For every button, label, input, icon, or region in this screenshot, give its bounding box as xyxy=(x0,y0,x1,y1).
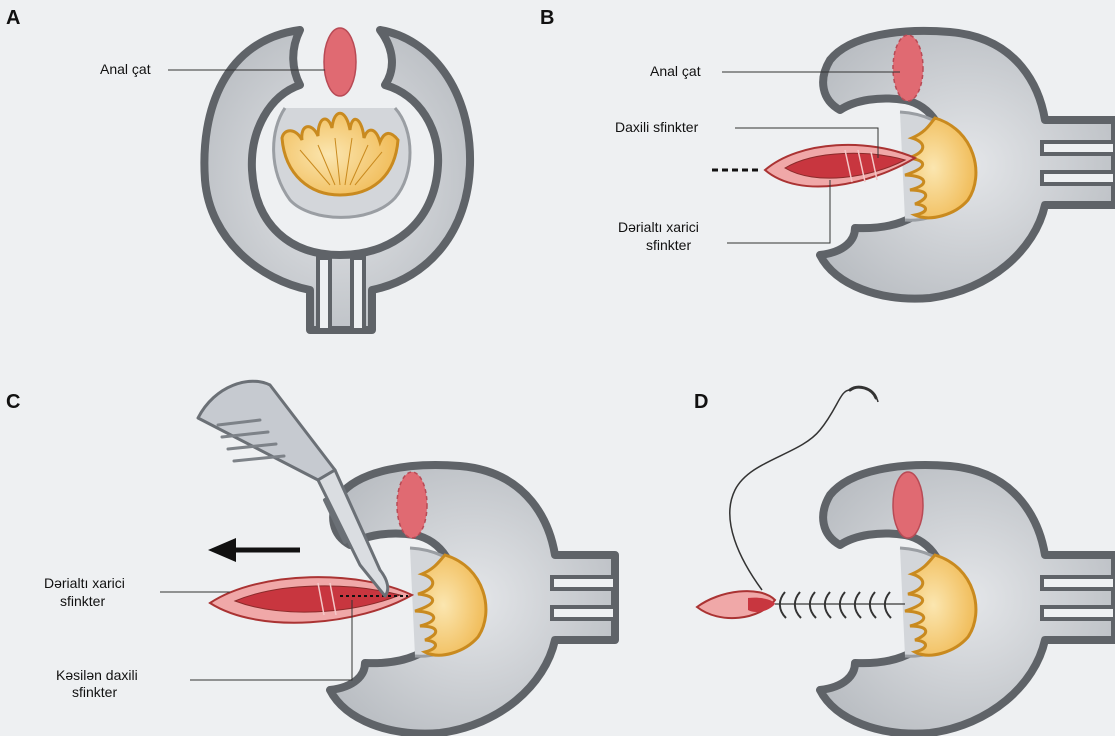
panel-d-letter: D xyxy=(694,391,708,413)
label-subcutaneous-external-c-line1: Dərialtı xarici xyxy=(44,575,125,591)
anal-fissure-d xyxy=(893,472,923,538)
label-internal-sphincter-b: Daxili sfinkter xyxy=(615,119,699,135)
anal-canal-cross-section-b xyxy=(712,31,1115,299)
panel-a-letter: A xyxy=(6,7,20,29)
arrow-left-icon xyxy=(208,538,300,562)
leader-subcutaneous-external-b xyxy=(727,180,830,243)
anal-fissure-a xyxy=(324,28,356,96)
label-anal-fissure-a: Anal çat xyxy=(100,61,151,77)
suture-line-d xyxy=(775,592,905,618)
panel-b-letter: B xyxy=(540,7,554,29)
exposed-sphincter-b xyxy=(765,145,915,187)
anal-fissure-b xyxy=(893,35,923,101)
panel-b: B Anal çat Daxili sfinkter Dərialtı xari… xyxy=(540,7,1115,299)
panel-a: A Anal çat xyxy=(6,7,470,330)
excised-tissue-d xyxy=(697,591,775,618)
anal-canal-cross-section-c xyxy=(210,465,615,734)
label-subcutaneous-external-b-line2: sfinkter xyxy=(646,237,691,253)
label-cut-internal-c-line2: sfinkter xyxy=(72,684,117,700)
label-anal-fissure-b: Anal çat xyxy=(650,63,701,79)
anal-fissure-c xyxy=(397,472,427,538)
label-subcutaneous-external-c-line2: sfinkter xyxy=(60,593,105,609)
anal-canal-cross-section-a xyxy=(204,28,470,330)
panel-d: D xyxy=(694,387,1115,733)
label-subcutaneous-external-b-line1: Dərialtı xarici xyxy=(618,219,699,235)
panel-c-letter: C xyxy=(6,391,20,413)
panel-c: C Dəri xyxy=(6,381,615,733)
label-cut-internal-c-line1: Kəsilən daxili xyxy=(56,667,138,683)
anal-canal-cross-section-d xyxy=(697,465,1115,734)
